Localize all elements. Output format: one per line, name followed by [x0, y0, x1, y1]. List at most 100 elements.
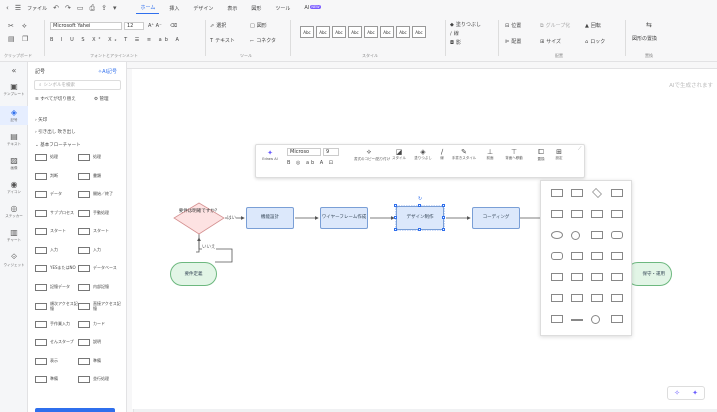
node-wireframe[interactable]: ワイヤーフレーム作成	[320, 207, 368, 229]
align-button[interactable]: ⊫配置	[505, 38, 521, 46]
style-option[interactable]: Abc	[380, 26, 394, 38]
picker-shape-option[interactable]	[611, 315, 623, 323]
rail-stickers[interactable]: ◎ステッカー	[0, 204, 28, 219]
decision-shape[interactable]	[173, 202, 225, 235]
float-text-format-icons[interactable]: B ◎ ab A ⊡	[287, 160, 335, 166]
replace-shape-button[interactable]: 図形の置換	[632, 36, 658, 42]
shape-item[interactable]: 手作業入力	[35, 320, 78, 328]
shape-item[interactable]: データベース	[78, 265, 121, 272]
shape-item[interactable]: 内部記憶	[78, 283, 121, 291]
clear-format-icon[interactable]: ⌫	[170, 23, 178, 29]
style-option[interactable]: Abc	[316, 26, 330, 38]
undo-icon[interactable]: ↶	[53, 4, 59, 12]
edge-no[interactable]	[196, 234, 200, 253]
shadow-button[interactable]: ◘影	[450, 39, 461, 47]
picker-shape-option[interactable]	[611, 189, 623, 197]
picker-shape-option[interactable]	[571, 252, 583, 260]
tab-insert[interactable]: 挿入	[169, 5, 180, 12]
copy-icon[interactable]: ❐	[22, 35, 29, 43]
style-option[interactable]: Abc	[412, 26, 426, 38]
style-option[interactable]: Abc	[300, 26, 314, 38]
rail-symbols[interactable]: ◈記号	[0, 106, 28, 125]
ai-symbols-button[interactable]: ✧AI記号	[98, 68, 117, 75]
picker-shape-option[interactable]	[571, 294, 583, 302]
shape-item[interactable]: データ	[35, 191, 78, 198]
fill-button[interactable]: ◈塗りつぶし	[412, 148, 434, 161]
picker-shape-option[interactable]	[571, 231, 580, 240]
size-button[interactable]: ⊞サイズ	[540, 38, 561, 46]
picker-shape-option[interactable]	[592, 188, 602, 198]
bring-front-button[interactable]: ⊥前面	[482, 148, 498, 161]
shape-item[interactable]: 判断	[35, 172, 78, 180]
rail-charts[interactable]: ▥チャート	[0, 228, 28, 243]
picker-shape-option[interactable]	[551, 294, 563, 302]
node-coding[interactable]: コーディング	[472, 207, 520, 229]
picker-shape-option[interactable]	[591, 231, 603, 239]
shape-item[interactable]: 入力	[78, 246, 121, 254]
rotate-button[interactable]: ▲回転	[585, 22, 601, 30]
resize-handle[interactable]	[418, 228, 421, 231]
resize-handle[interactable]	[394, 216, 397, 219]
file-menu[interactable]: ファイル	[27, 5, 48, 12]
shape-item[interactable]: 順次アクセス記憶	[35, 301, 78, 312]
style-option[interactable]: Abc	[348, 26, 362, 38]
settings-button[interactable]: ⊞設定	[552, 148, 566, 161]
rail-icons[interactable]: ◉アイコン	[0, 180, 28, 195]
font-size-select[interactable]: 12	[124, 22, 144, 30]
picker-shape-option[interactable]	[551, 252, 563, 260]
all-symbols-toggle[interactable]: ≡ すべてが切り替え	[35, 96, 76, 102]
shape-button[interactable]: □図形	[250, 22, 267, 30]
node-design[interactable]: デザイン制作	[396, 206, 444, 230]
shape-item[interactable]: 準備	[78, 357, 121, 365]
shape-item[interactable]: 開始／終了	[78, 191, 121, 198]
rail-templates[interactable]: ▣テンプレート	[0, 82, 28, 97]
shape-item[interactable]: せんスタープ	[35, 339, 78, 346]
shape-item[interactable]: 記憶データ	[35, 283, 78, 291]
tab-home[interactable]: ホーム	[136, 2, 160, 14]
text-format-icons[interactable]: B I U S X² X₂ T ☰ ≡ ab A	[50, 37, 182, 43]
tab-view[interactable]: 表示	[227, 5, 238, 12]
connector-button[interactable]: ⌐コネクタ	[250, 37, 276, 45]
picker-shape-option[interactable]	[611, 252, 623, 260]
menu-icon[interactable]: ☰	[14, 4, 22, 12]
fill-button[interactable]: ◆塗りつぶし	[450, 21, 481, 29]
node-basic-design[interactable]: 機能設計	[246, 207, 294, 229]
shape-item[interactable]: スタート	[35, 228, 78, 235]
manage-button[interactable]: ⚙ 管理	[94, 96, 108, 102]
shape-item[interactable]: カード	[78, 320, 121, 328]
cut-icon[interactable]: ✂	[8, 22, 14, 30]
format-painter-button[interactable]: ⟡書式のコピー/貼り付け	[354, 148, 390, 162]
lock-button[interactable]: ⌂ロック	[585, 38, 605, 46]
section-arrows[interactable]: › 矢印	[35, 117, 47, 123]
replace-button[interactable]: ⧠置換	[534, 148, 548, 162]
shape-item[interactable]: 手動処理	[78, 209, 121, 217]
style-option[interactable]: Abc	[364, 26, 378, 38]
more-icon[interactable]: ▾	[112, 4, 117, 12]
rail-collapse[interactable]: «	[0, 66, 28, 75]
font-grow-icon[interactable]: A⁺ A⁻	[148, 23, 162, 29]
float-font-select[interactable]: Microso	[287, 148, 321, 156]
picker-shape-option[interactable]	[611, 210, 623, 218]
shape-item[interactable]: 準備	[35, 376, 78, 383]
ai-assistant-button[interactable]: ✧ ✦	[667, 386, 705, 400]
save-icon[interactable]: ▭	[76, 4, 84, 12]
picker-shape-option[interactable]	[551, 315, 563, 323]
shape-item[interactable]: サブプロセス	[35, 209, 78, 217]
print-icon[interactable]: ⎙	[89, 3, 96, 12]
node-requirements[interactable]: 要件定義	[170, 262, 217, 286]
style-option[interactable]: Abc	[396, 26, 410, 38]
tab-design[interactable]: デザイン	[193, 5, 214, 12]
shape-item[interactable]: 処理	[78, 154, 121, 161]
resize-handle[interactable]	[394, 228, 397, 231]
node-maintenance[interactable]: 保守・運用	[626, 262, 672, 286]
back-icon[interactable]: ‹	[6, 4, 9, 12]
shape-item[interactable]: スタート	[78, 228, 121, 235]
style-option[interactable]: Abc	[332, 26, 346, 38]
redo-icon[interactable]: ↷	[64, 4, 71, 12]
tab-shape[interactable]: 図形	[251, 5, 262, 12]
paste-icon[interactable]: ▤	[8, 35, 15, 43]
line-button[interactable]: ∕線	[436, 148, 448, 161]
select-button[interactable]: ⬀選択	[210, 22, 226, 30]
